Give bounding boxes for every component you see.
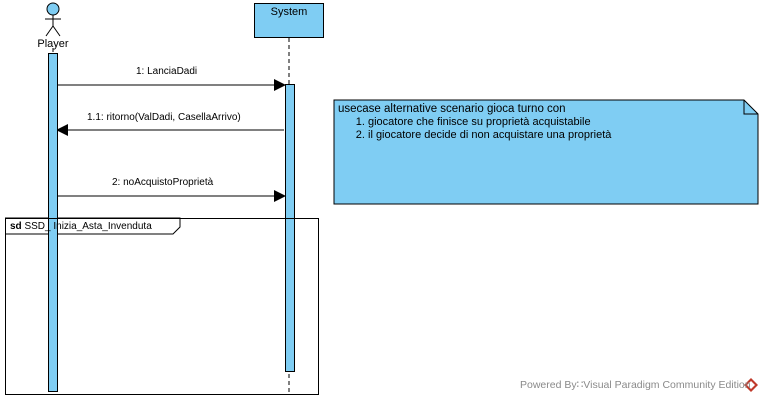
note-title: usecase alternative scenario gioca turno… bbox=[338, 103, 566, 115]
message-1-label: 1: LanciaDadi bbox=[136, 66, 198, 77]
fragment-name: SSD_ Inizia_Asta_Invenduta bbox=[24, 221, 152, 232]
system-lifeline-head: System bbox=[254, 3, 324, 38]
message-1-1-label: 1.1: ritorno(ValDadi, CasellaArrivo) bbox=[87, 112, 241, 123]
system-label: System bbox=[270, 6, 308, 18]
note-shape bbox=[333, 99, 759, 205]
note-list: giocatore che finisce su proprietà acqui… bbox=[338, 116, 738, 141]
note-item: giocatore che finisce su proprietà acqui… bbox=[368, 116, 738, 128]
fragment-tab: sd SSD_ Inizia_Asta_Invenduta bbox=[10, 221, 152, 232]
system-activation-bar bbox=[285, 84, 295, 372]
note: usecase alternative scenario gioca turno… bbox=[338, 103, 738, 142]
visual-paradigm-logo-icon bbox=[744, 378, 758, 392]
actor-label: Player bbox=[37, 38, 69, 50]
message-1-1-arrow bbox=[56, 124, 284, 136]
interaction-fragment bbox=[5, 218, 319, 395]
message-2-label: 2: noAcquistoProprietà bbox=[112, 177, 214, 188]
message-1-arrow bbox=[58, 79, 286, 91]
message-2-arrow bbox=[58, 190, 286, 202]
player-activation-bar bbox=[48, 53, 58, 392]
fragment-keyword: sd bbox=[10, 221, 22, 232]
actor-figure-icon bbox=[45, 2, 61, 37]
footer-credit: Powered By∷Visual Paradigm Community Edi… bbox=[520, 379, 751, 391]
note-item: il giocatore decide di non acquistare un… bbox=[368, 129, 738, 141]
